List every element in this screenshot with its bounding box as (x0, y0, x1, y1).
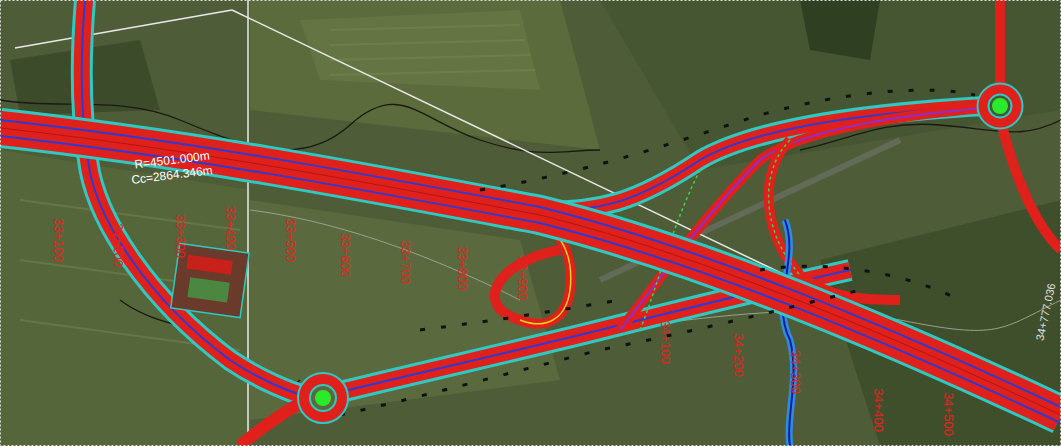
road-axis (520, 106, 985, 211)
stripe (330, 25, 520, 30)
slope-hatching (340, 90, 975, 415)
motorway (0, 120, 1061, 423)
roundabout-edge (304, 379, 342, 417)
chainage-label: 33+800 (456, 246, 469, 290)
median (0, 128, 1061, 415)
stripe (330, 55, 530, 60)
chainage-label: 33+200 (112, 223, 125, 267)
sheet-lines (15, 0, 900, 446)
side-road (783, 220, 794, 446)
roundabout-edge (983, 89, 1017, 123)
lane-line (0, 120, 1061, 407)
roundabout (304, 379, 342, 417)
lane-line (0, 136, 1061, 423)
chainage-label: 33+600 (339, 233, 352, 277)
sheet-line (15, 10, 232, 48)
road-edge (520, 106, 985, 211)
roundabouts (304, 89, 1017, 417)
hatch (340, 290, 860, 415)
hatch (420, 300, 620, 330)
roundabout-island (992, 98, 1008, 114)
chainage-label: 34+500 (942, 392, 955, 436)
motorway-edge (0, 128, 1061, 415)
chainage-label: 34+400 (872, 388, 885, 432)
road (240, 400, 305, 446)
chainage-label: 33+900 (516, 256, 529, 300)
road-axis (82, 0, 305, 396)
chainage-label: 34+200 (732, 333, 745, 377)
chainage-label: 33+300 (174, 214, 187, 258)
loop-edge (769, 140, 800, 275)
chainage-label: 33+400 (224, 206, 237, 250)
roundabout-island (315, 390, 331, 406)
rest-building (186, 255, 233, 275)
hatch (760, 266, 960, 300)
side-road-axis (783, 220, 794, 446)
road (82, 0, 305, 396)
motorway-carriageway (0, 128, 1061, 415)
chainage-label: 33+500 (284, 218, 297, 262)
field (300, 10, 540, 90)
parking (187, 277, 229, 302)
chainage-label: 34+100 (659, 320, 672, 364)
chainage-label: 33+700 (399, 240, 412, 284)
roundabout (983, 89, 1017, 123)
hatch (480, 90, 975, 190)
field (600, 0, 1061, 170)
chainage-label: 34+300 (789, 350, 802, 394)
field (0, 150, 250, 446)
stripe (330, 40, 525, 45)
chainage-label: 33+100 (52, 218, 65, 262)
field (250, 0, 600, 150)
road (520, 106, 985, 211)
road-edge (82, 0, 305, 396)
woodland (800, 0, 880, 60)
